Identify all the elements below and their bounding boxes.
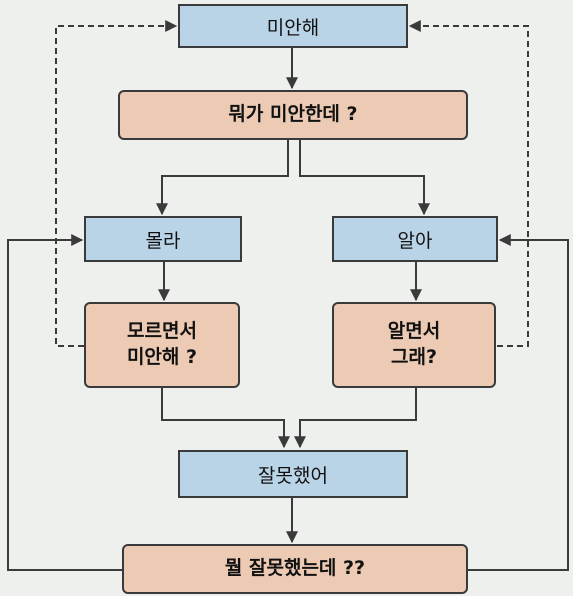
box-dont-know-label: 몰라	[145, 229, 181, 252]
box-my-fault-label: 잘못했어	[258, 464, 328, 487]
box-what-sorry-label: 뭐가 미안한데 ?	[228, 103, 358, 126]
box-knowing-yet-line1: 알면서	[387, 320, 441, 343]
dashed-arrow-left	[55, 20, 178, 347]
arrow-what-to-know	[299, 140, 430, 216]
box-knowing-yet-line2: 그래?	[391, 346, 437, 368]
box-sorry-without-knowing-line1: 모르면서	[127, 320, 197, 343]
box-sorry-without-knowing-line2: 미안해 ?	[126, 346, 198, 368]
box-what-sorry: 뭐가 미안한데 ?	[118, 90, 468, 140]
arrow-what-to-dontknow	[156, 140, 289, 216]
box-know-label: 알아	[397, 229, 433, 252]
box-sorry-label: 미안해	[266, 16, 320, 39]
box-sorry: 미안해	[178, 4, 408, 48]
arrow-right-merge	[294, 388, 417, 449]
box-knowing-yet: 알면서 그래?	[332, 302, 496, 388]
box-what-fault: 뭘 잘못했는데 ??	[122, 544, 468, 594]
box-what-fault-label: 뭘 잘못했는데 ??	[224, 557, 366, 580]
box-dont-know: 몰라	[84, 216, 242, 262]
arrow-loop-left	[7, 234, 122, 571]
arrow-loop-right	[468, 234, 569, 571]
box-sorry-without-knowing: 모르면서 미안해 ?	[84, 302, 240, 388]
arrow-left-merge	[161, 388, 290, 449]
box-my-fault: 잘못했어	[178, 450, 408, 498]
dashed-arrow-right	[408, 20, 529, 347]
box-know: 알아	[332, 216, 498, 262]
